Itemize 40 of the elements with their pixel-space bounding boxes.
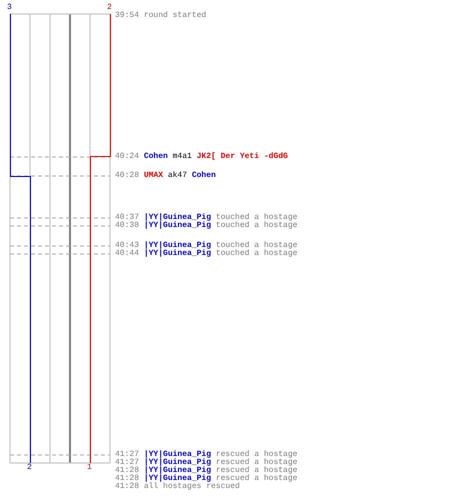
player-name: |YY|Guinea_Pig: [144, 474, 212, 483]
time-label: 41:27: [115, 450, 140, 459]
time-label: 41:28: [115, 482, 140, 491]
player-name: |YY|Guinea_Pig: [144, 466, 212, 475]
event-text: touched a hostage: [216, 241, 298, 250]
time-label: 40:37: [115, 213, 140, 222]
event-text: rescued a hostage: [216, 458, 298, 467]
player-name: |YY|Guinea_Pig: [144, 249, 212, 258]
player-name: |YY|Guinea_Pig: [144, 458, 212, 467]
player-name: Cohen: [192, 171, 216, 180]
event-text: touched a hostage: [216, 221, 298, 230]
event-text: rescued a hostage: [216, 466, 298, 475]
event-text: rescued a hostage: [216, 474, 298, 483]
event-text: touched a hostage: [216, 213, 298, 222]
player-name: JK2[ Der Yeti -dGdG: [196, 152, 288, 161]
time-label: 40:38: [115, 221, 140, 230]
time-label: 41:28: [115, 466, 140, 475]
player-name: UMAX: [144, 171, 164, 180]
event-text: round started: [144, 11, 206, 20]
player-count: 2: [27, 464, 32, 472]
time-label: 40:28: [115, 171, 140, 180]
player-name: |YY|Guinea_Pig: [144, 213, 212, 222]
weapon-name: ak47: [168, 171, 188, 180]
event-text: touched a hostage: [216, 249, 298, 258]
player-count: 2: [107, 4, 112, 12]
player-count: 1: [87, 464, 92, 472]
time-label: 41:28: [115, 474, 140, 483]
player-name: Cohen: [144, 152, 168, 161]
event-text: all hostages rescued: [144, 482, 240, 491]
player-name: |YY|Guinea_Pig: [144, 241, 212, 250]
event-text: rescued a hostage: [216, 450, 298, 459]
time-label: 40:24: [115, 152, 140, 161]
time-label: 40:44: [115, 249, 140, 258]
time-label: 40:43: [115, 241, 140, 250]
player-name: |YY|Guinea_Pig: [144, 450, 212, 459]
player-count: 3: [7, 4, 12, 12]
time-label: 41:27: [115, 458, 140, 467]
weapon-name: m4a1: [172, 152, 192, 161]
player-name: |YY|Guinea_Pig: [144, 221, 212, 230]
time-label: 39:54: [115, 11, 140, 20]
